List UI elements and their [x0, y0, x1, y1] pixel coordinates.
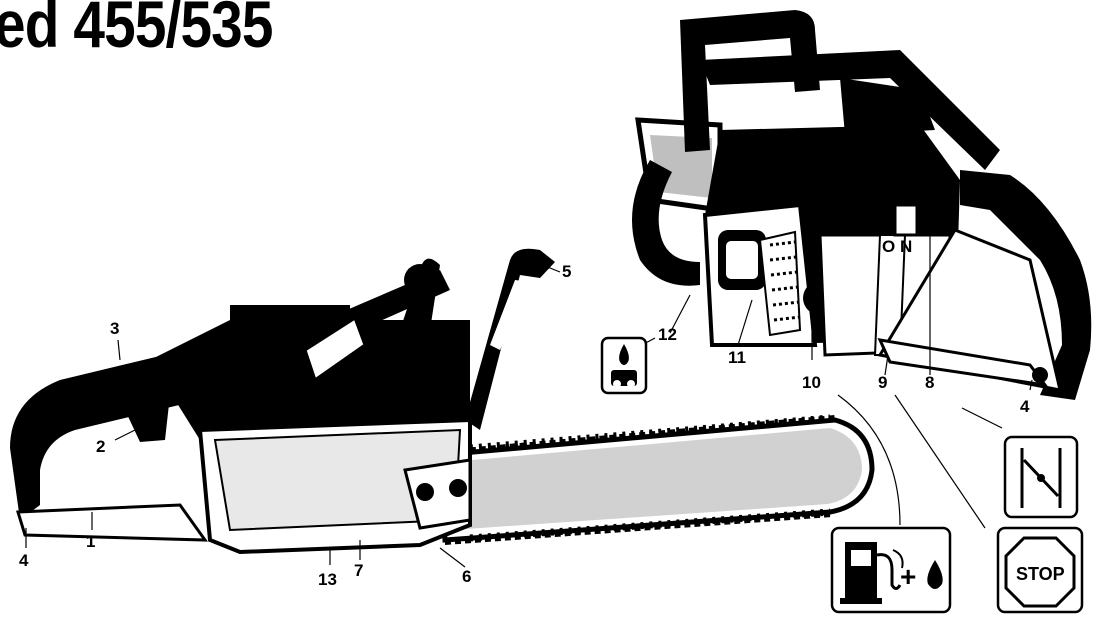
callout-13: 13 [318, 570, 337, 589]
callout-4-right: 4 [1020, 397, 1030, 416]
svg-text:O N: O N [882, 237, 912, 256]
callout-4-left: 4 [19, 551, 29, 570]
chainsaw-angled-view: O N [632, 10, 1092, 400]
callout-6: 6 [462, 567, 471, 586]
callout-11: 11 [728, 348, 746, 367]
callout-9: 9 [878, 373, 887, 392]
stop-label: STOP [1016, 564, 1065, 584]
callout-3: 3 [110, 319, 119, 338]
callout-5: 5 [562, 262, 571, 281]
callout-1: 1 [86, 532, 95, 551]
fuel-plus-sign: + [900, 561, 916, 592]
callout-7: 7 [354, 561, 363, 580]
stop-switch-icon: STOP [996, 526, 1084, 614]
callout-12: 12 [658, 325, 677, 344]
callout-8: 8 [925, 373, 934, 392]
callout-10: 10 [802, 373, 821, 392]
page-title: ed 455/535 [0, 0, 273, 61]
chainsaw-side-view [10, 248, 875, 555]
callout-2: 2 [96, 437, 105, 456]
choke-icon [1003, 435, 1079, 519]
callout-leaders [25, 235, 1033, 568]
chain-oil-icon [600, 336, 648, 395]
fuel-mix-icon: + [830, 526, 952, 614]
callout-numbers: 1 2 3 4 4 5 6 7 8 9 10 11 12 13 [19, 262, 1030, 589]
